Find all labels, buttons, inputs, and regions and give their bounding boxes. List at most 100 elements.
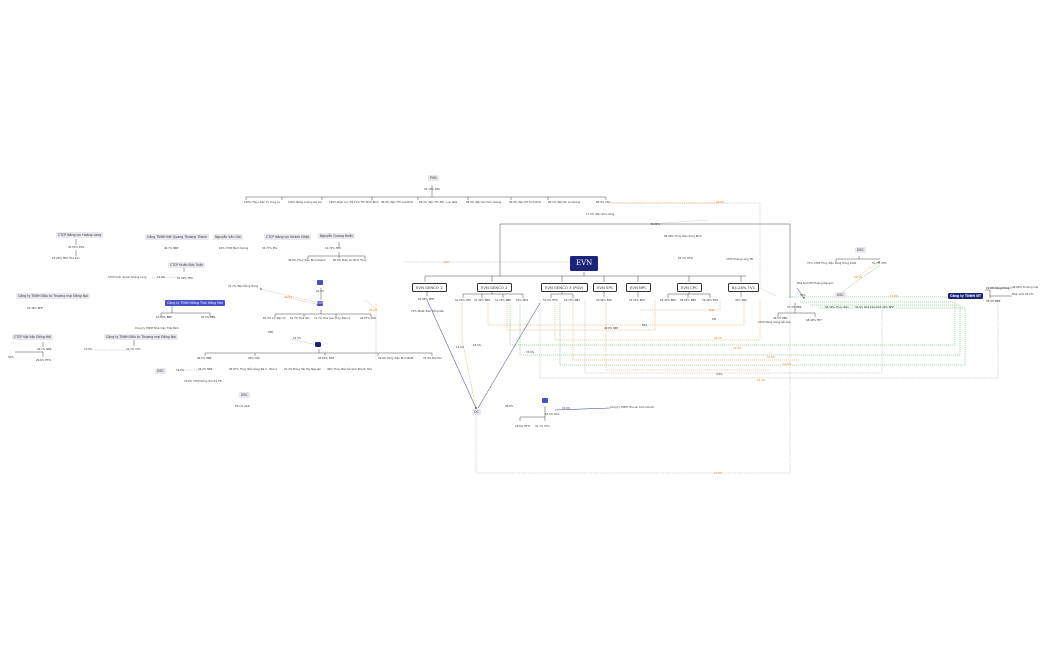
pct-t: 14.5%: [783, 363, 792, 366]
pct-h: 48.9%: [369, 309, 378, 312]
bottom-row-7: 75.9% Đại Hải: [423, 357, 442, 360]
misc-m7b: 10.00% BBD: [156, 316, 173, 319]
nguyen-van-gai-node[interactable]: Nguyễn Văn Gái: [213, 234, 243, 240]
misc-m14: 35.53% DTG: [68, 246, 85, 249]
top-row-4: 99.9% điện TTC ĐK - Lưu Nhà: [419, 201, 458, 204]
dsc-small-node[interactable]: DSC: [155, 368, 166, 374]
tnhh-dong-nai-node[interactable]: Công ty TNHH Đầu tư Thương mại Đồng Nai: [16, 293, 90, 299]
bottom-row-3: 99.97% Thủy điện Sông Đà 3 - Nhà 2: [229, 368, 278, 371]
top-node[interactable]: PVN: [428, 175, 439, 181]
bottom-row-0: 96.5% BBB: [197, 357, 212, 360]
hbc-node[interactable]: [315, 342, 321, 347]
center-purple-top[interactable]: [317, 280, 323, 285]
pct-n: 11.9%: [714, 472, 723, 475]
cp-hoang-long-node[interactable]: CTCP Năng lực Hoàng Long: [56, 232, 104, 238]
center-row-2: 71.7% Hóa Lúa Thủy Điện 2: [314, 317, 351, 320]
pct-z: 74.0%: [84, 348, 93, 351]
misc-m15: 31.7% CTG: [535, 425, 550, 428]
bottom-row-5: 40% Thủy điện Sê Sinh Khánh Hòa: [327, 368, 372, 371]
pct-d: 59.3%: [854, 276, 863, 279]
misc-m8: 34.77% PVL: [262, 247, 278, 250]
right-dark-node[interactable]: Công ty TNHH ĐT: [948, 293, 984, 299]
tv-node[interactable]: 84.28% TV1: [728, 283, 760, 292]
pvl-node[interactable]: OC: [472, 409, 481, 415]
top-pct: 34.79% DSC: [424, 188, 441, 191]
hbc-label: HBC: [268, 331, 274, 334]
misc-m30b: 40.7% NBP: [37, 348, 52, 351]
stat-b-node[interactable]: DSC: [239, 392, 250, 398]
misc-dn: DN: [712, 318, 716, 321]
misc-m15b: 31.7% CTG: [126, 348, 141, 351]
pct-v: 4.5%: [716, 373, 723, 376]
top-sub: 17.5% điện Sài Lương: [586, 213, 615, 216]
misc-m27b: 25.49% BHF: [27, 307, 43, 310]
pct-e: 13.8%: [890, 295, 899, 298]
right-small-node[interactable]: DSC: [835, 292, 846, 298]
pct-a: 49.00%: [650, 223, 660, 226]
misc-c4: 37.3% BNK: [787, 306, 802, 309]
pct-p: 33.0%: [526, 351, 535, 354]
bottom-row-4: 91.2% Đông Hải Tây Nguyên: [284, 368, 322, 371]
pct-r: 74.0%: [733, 347, 742, 350]
misc-r8: Nhà nước 64.0%: [1012, 293, 1034, 296]
cpc-node[interactable]: EVN CPC: [677, 283, 702, 292]
evn-node[interactable]: EVN: [570, 256, 599, 271]
cpc-sub-2: 76.49% ĐTO: [702, 299, 719, 302]
pct-o: 15.0%: [456, 346, 465, 349]
pct-y: 50%: [8, 356, 14, 359]
stat-oc: BCA: [642, 324, 648, 327]
misc-m6: 36.9% Thủy điện Bình Khánh: [288, 259, 326, 262]
genco2-node[interactable]: EVN GENCO 2: [477, 283, 512, 292]
misc-c1: 68.49% Thủy điện Sông Bình: [664, 235, 702, 238]
npc-sub: 53.14% BHC: [629, 299, 646, 302]
misc-r6: 99.6% Sông Hồng: [986, 287, 1010, 290]
pct-c: 50%: [800, 294, 806, 297]
dsc-lower-node[interactable]: [542, 398, 548, 403]
misc-m3: 70.8% CTCP Đông Hải Trà TĐ: [184, 380, 222, 383]
center-row-0: 63.3% Cơ điện tử: [263, 317, 286, 320]
pct-f: 24.5%: [316, 290, 325, 293]
misc-c6: 44.5% PBN: [773, 317, 788, 320]
cong-ty-ha-node[interactable]: Công TNHH Kết Quang Thương Thành: [145, 234, 210, 240]
nguyen-quang-huan-node[interactable]: Nguyễn Quang Huấn: [318, 233, 356, 239]
misc-m29: 44.5% PBN: [201, 316, 216, 319]
misc-m11: Công ty TNHH Hà Lạn Kinh Doanh: [610, 406, 655, 409]
tcty-node[interactable]: Công ty TNHH Đông Thái Hồng Mai: [165, 300, 225, 306]
npc-node[interactable]: EVN NPC: [626, 283, 651, 292]
misc-m4: 83.1% AGD: [235, 405, 250, 408]
spc-node[interactable]: EVN SPC: [593, 283, 618, 292]
misc-r7: 99.99% Thương mại: [1012, 286, 1039, 289]
pct-w: 4.6%: [443, 261, 450, 264]
misc-m9: 67.9% DSC: [545, 413, 560, 416]
bottom-row-6: 39.9% Thủy điện Bình Nhật: [378, 357, 414, 360]
top-row-1: 100% Năng Lượng Gia Lai: [288, 201, 322, 204]
right-top-node[interactable]: DSC: [855, 247, 866, 253]
pct-s: 23.8%: [767, 356, 776, 359]
top-row-8: 85.9% CSC: [596, 201, 611, 204]
ctcp-huan-node[interactable]: CTCP Huấn Đức Tuấn: [168, 262, 206, 268]
genco3-node[interactable]: EVN GENCO 3 (PGV): [541, 283, 588, 292]
bottom-row-2: 50.69% NTB: [318, 357, 335, 360]
cp-bottom-node[interactable]: CTCP Vật liệu Đống Hải: [12, 334, 54, 340]
center-purple-node[interactable]: EVN: [317, 301, 324, 306]
genco2-sub-0: 51.00% QTP: [455, 299, 471, 302]
genco1-sub-1: 75% Nhiệt điện Đồng Nai: [411, 310, 444, 313]
stat-nlb: NLB: [709, 309, 715, 312]
center-row-3: 29.87% SCR: [360, 317, 376, 320]
spc-sub: 43.49% BXP: [596, 299, 612, 302]
misc-r4: 34.9% Nhà Khánh: [855, 306, 879, 309]
top-row-5: 99.9% điện Sài Tính Quang: [466, 201, 502, 204]
small-gray-node[interactable]: CTCP Năng lực Khánh Nhật: [264, 234, 311, 240]
misc-r3: 68.39% Thủy điện: [825, 306, 849, 309]
genco1-node[interactable]: EVN GENCO 1: [412, 283, 447, 292]
top-row-3: 99.9% điện TTC Gia Bình: [381, 201, 414, 204]
misc-m7: 60.8% Điện lực Bình Thủy: [333, 259, 367, 262]
genco2-sub-2: 51.79% NBP: [495, 299, 511, 302]
tnhh-left-node[interactable]: Công ty TNHH Đầu tư Thương mại Đồng Nai: [104, 334, 178, 340]
misc-r2: 51.7% CTĐ: [872, 262, 887, 265]
ctcp-khang: CTCP Khang Long TB: [726, 258, 753, 261]
pct-l: 31.0%: [562, 407, 571, 410]
genco2-sub-1: 37.49% NĐ2: [474, 299, 491, 302]
